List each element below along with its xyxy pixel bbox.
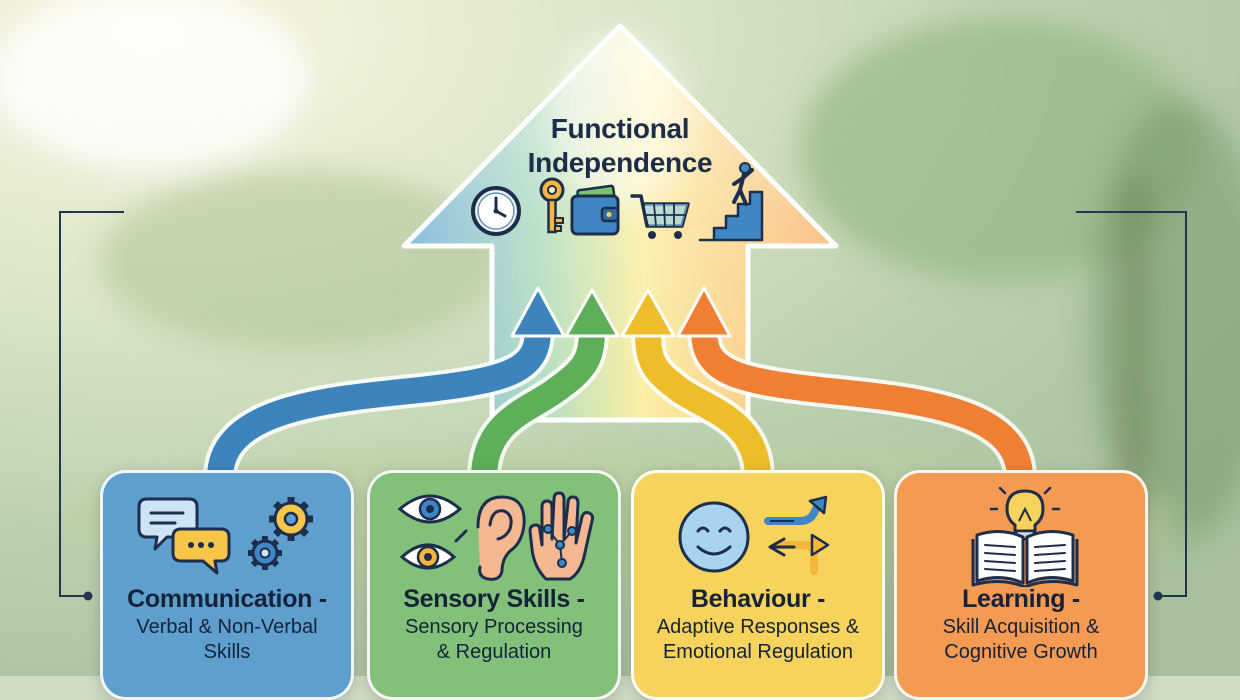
sensory-subtitle-line2: & Regulation (436, 641, 552, 663)
right-bracket-dot (1153, 591, 1163, 601)
ear-icon (476, 495, 526, 581)
learning-icons (971, 487, 1079, 587)
goal-title: Functional Independence (470, 112, 770, 180)
communication-arrowhead (510, 286, 566, 338)
behaviour-arrowhead (620, 288, 676, 338)
smiley-face-icon (678, 501, 750, 573)
person-climbing-stairs-icon (698, 162, 764, 242)
sensory-arrowhead (564, 288, 620, 338)
communication-icons (137, 497, 313, 575)
clock-icon (471, 186, 521, 236)
behaviour-subtitle-line1: Adaptive Responses & (656, 616, 860, 638)
communication-arrow (207, 329, 551, 479)
communication-title: Communication - (127, 585, 327, 613)
learning-arrow (691, 329, 1033, 479)
functional-independence-house (401, 23, 839, 423)
wallet-icon (570, 184, 620, 236)
communication-subtitle: Verbal & Non-Verbal Skills (107, 615, 347, 665)
direction-arrows-icon (764, 495, 830, 575)
communication-subtitle-line2: Skills (203, 641, 251, 663)
sensory-skills-card: Sensory Skills - Sensory Processing & Re… (367, 470, 621, 700)
communication-card: Communication - Verbal & Non-Verbal Skil… (100, 470, 354, 700)
lightbulb-icon (989, 487, 1061, 541)
learning-subtitle-line1: Skill Acquisition & (942, 616, 1100, 638)
sensory-subtitle-line1: Sensory Processing (405, 616, 583, 638)
learning-arrowhead (676, 286, 732, 338)
left-bracket-dot (83, 591, 93, 601)
learning-card: Learning - Skill Acquisition & Cognitive… (894, 470, 1148, 700)
gears-icon (248, 497, 313, 570)
key-icon (539, 177, 565, 234)
eye-icon (397, 494, 468, 570)
left-bracket (59, 211, 124, 597)
behaviour-card: Behaviour - Adaptive Responses & Emotion… (631, 470, 885, 700)
learning-subtitle-line2: Cognitive Growth (944, 641, 1098, 663)
sensory-arrow (471, 329, 605, 479)
right-bracket (1076, 211, 1187, 597)
open-book-icon (971, 530, 1079, 587)
behaviour-icons (678, 495, 830, 575)
hand-icon (528, 491, 595, 581)
sensory-skills-subtitle: Sensory Processing & Regulation (374, 615, 614, 665)
behaviour-subtitle: Adaptive Responses & Emotional Regulatio… (638, 615, 878, 665)
goal-title-line2: Independence (527, 147, 713, 178)
pillar-arrows (203, 329, 1037, 480)
learning-title: Learning - (962, 585, 1080, 613)
behaviour-arrow (635, 329, 771, 479)
communication-subtitle-line1: Verbal & Non-Verbal (136, 616, 318, 638)
sensory-skills-title: Sensory Skills - (403, 585, 585, 613)
behaviour-title: Behaviour - (690, 585, 826, 613)
pillar-arrowheads (510, 286, 732, 338)
goal-title-line1: Functional (550, 113, 690, 144)
speech-bubbles-icon (137, 497, 231, 575)
learning-subtitle: Skill Acquisition & Cognitive Growth (901, 615, 1141, 665)
behaviour-subtitle-line2: Emotional Regulation (662, 641, 854, 663)
shopping-cart-icon (630, 194, 690, 239)
sensory-icons (397, 491, 595, 581)
